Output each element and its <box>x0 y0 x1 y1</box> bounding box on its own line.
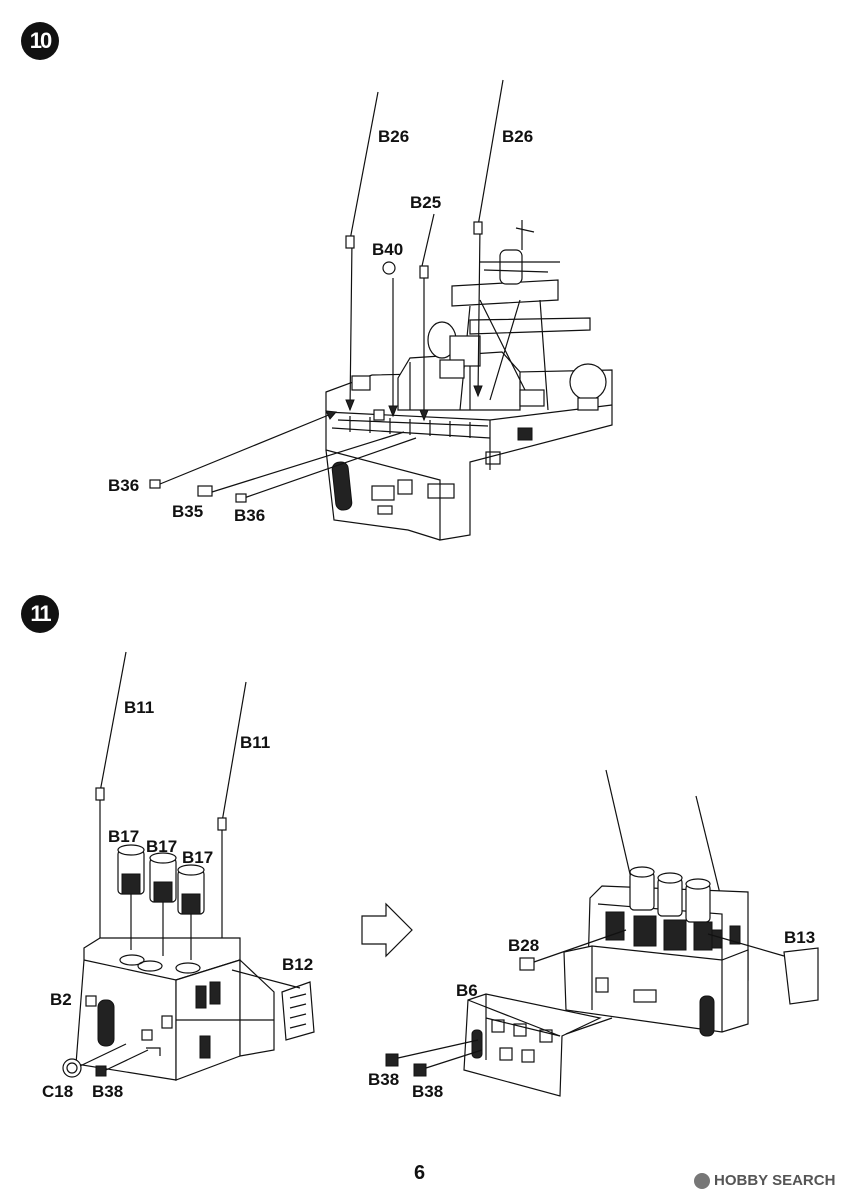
step11-funnel-assembly <box>62 651 315 1081</box>
label-b38-b: B38 <box>412 1082 444 1101</box>
step11-completed-assembly <box>385 769 819 1097</box>
step-direction-arrow <box>361 902 413 958</box>
label-b26-right: B26 <box>502 127 534 146</box>
hobby-search-logo-icon <box>694 1172 710 1189</box>
label-b17-c: B17 <box>182 848 214 867</box>
label-b36-right: B36 <box>234 506 266 525</box>
step10-superstructure <box>149 79 613 541</box>
label-b12: B12 <box>282 955 314 974</box>
label-b17-a: B17 <box>108 827 140 846</box>
label-b17-b: B17 <box>146 837 178 856</box>
label-b13: B13 <box>784 928 816 947</box>
page-number: 6 <box>414 1162 426 1184</box>
label-b25: B25 <box>410 193 442 212</box>
label-b26-left: B26 <box>378 127 410 146</box>
label-b2: B2 <box>50 990 72 1009</box>
step-10-badge: 10 <box>21 22 59 60</box>
label-b28: B28 <box>508 936 540 955</box>
label-c18: C18 <box>42 1082 74 1101</box>
label-b6: B6 <box>456 981 478 1000</box>
label-b11-right: B11 <box>240 733 271 752</box>
label-b35: B35 <box>172 502 204 521</box>
label-b40: B40 <box>372 240 404 259</box>
label-b38-left: B38 <box>92 1082 124 1101</box>
watermark-text: HOBBY SEARCH <box>714 1172 836 1189</box>
watermark: HOBBY SEARCH <box>694 1172 835 1189</box>
label-b38-a: B38 <box>368 1070 400 1089</box>
label-b36-left: B36 <box>108 476 140 495</box>
step-11-badge: 11 <box>21 595 59 633</box>
label-b11-left: B11 <box>124 698 155 717</box>
